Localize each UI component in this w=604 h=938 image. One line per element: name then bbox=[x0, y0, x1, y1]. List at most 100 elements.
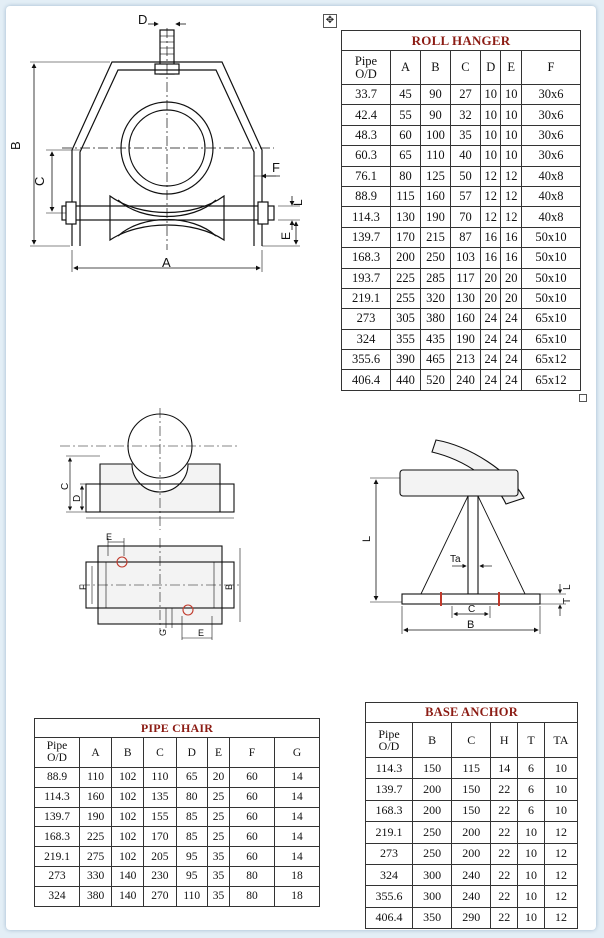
anchor-dim-b-label: B bbox=[467, 619, 474, 631]
base-anchor-drawing bbox=[370, 439, 566, 634]
table-cell: 240 bbox=[451, 863, 492, 887]
pipe-od-cell: 273 bbox=[34, 865, 80, 887]
table-cell: 22 bbox=[490, 842, 519, 865]
table-cell: 50x10 bbox=[521, 226, 581, 249]
pipe-od-cell: 139.7 bbox=[341, 226, 391, 249]
table-cell: 115 bbox=[390, 185, 421, 208]
column-header: A bbox=[390, 50, 421, 85]
table-cell: 190 bbox=[419, 206, 451, 228]
table-cell: 12 bbox=[543, 885, 579, 908]
table-cell: 102 bbox=[111, 826, 145, 848]
table-cell: 380 bbox=[78, 885, 113, 907]
roll-hanger-drawing bbox=[30, 21, 300, 272]
table-cell: 290 bbox=[451, 906, 492, 930]
chair-dim-g-label: G bbox=[158, 629, 168, 636]
pipe-od-cell: 88.9 bbox=[341, 185, 391, 208]
table-cell: 57 bbox=[449, 185, 481, 208]
table-cell: 10 bbox=[517, 885, 545, 908]
table-cell: 10 bbox=[479, 145, 502, 167]
table-cell: 117 bbox=[449, 267, 481, 289]
table-cell: 240 bbox=[449, 369, 481, 391]
table-cell: 170 bbox=[143, 826, 177, 848]
anchor-dim-ta-label: Ta bbox=[450, 554, 461, 565]
column-header: T bbox=[517, 722, 545, 758]
move-icon[interactable]: ✥ bbox=[323, 14, 337, 28]
dim-c-label: C bbox=[32, 177, 47, 186]
table-cell: 240 bbox=[451, 885, 492, 908]
table-cell: 355 bbox=[390, 328, 421, 351]
table-cell: 150 bbox=[451, 799, 492, 823]
pipe-od-cell: 48.3 bbox=[341, 124, 391, 147]
table-cell: 300 bbox=[411, 863, 453, 887]
table-cell: 330 bbox=[78, 865, 113, 887]
anchor-dim-l-label: L bbox=[361, 536, 373, 542]
dim-a-label: A bbox=[162, 255, 171, 270]
anchor-dim-c-label: C bbox=[468, 604, 475, 615]
pipe-od-cell: 60.3 bbox=[341, 145, 391, 167]
table-cell: 95 bbox=[175, 865, 208, 887]
pipe-chair-plan-drawing bbox=[80, 538, 241, 640]
table-cell: 22 bbox=[490, 906, 519, 930]
table-cell: 22 bbox=[490, 821, 519, 844]
table-cell: 520 bbox=[419, 369, 451, 391]
table-cell: 90 bbox=[419, 83, 451, 106]
chair-dim-d-label: D bbox=[72, 495, 83, 502]
dim-f-label: F bbox=[272, 160, 280, 175]
table-cell: 110 bbox=[175, 885, 208, 907]
pipe-od-cell: 406.4 bbox=[341, 369, 391, 391]
table-cell: 10 bbox=[517, 821, 545, 844]
pipe-od-cell: 114.3 bbox=[341, 206, 391, 228]
pipe-od-cell: 406.4 bbox=[365, 906, 413, 930]
table-cell: 12 bbox=[543, 906, 579, 930]
table-cell: 135 bbox=[143, 786, 177, 808]
table-cell: 12 bbox=[479, 206, 502, 228]
table-cell: 110 bbox=[143, 767, 177, 788]
dim-b-label: B bbox=[8, 141, 23, 150]
table-cell: 65x12 bbox=[521, 369, 581, 391]
dim-l-label: L bbox=[291, 199, 305, 206]
column-header: D bbox=[175, 737, 208, 768]
table-cell: 24 bbox=[479, 369, 502, 391]
table-cell: 12 bbox=[543, 842, 579, 865]
chair-dim-f-label: F bbox=[78, 584, 88, 590]
table-cell: 103 bbox=[449, 247, 481, 269]
resize-handle-icon[interactable] bbox=[579, 394, 587, 402]
table-cell: 35 bbox=[449, 124, 481, 147]
table-cell: 12 bbox=[500, 165, 522, 187]
table-cell: 14 bbox=[274, 806, 320, 828]
table-cell: 30x6 bbox=[521, 104, 581, 126]
table-cell: 200 bbox=[411, 799, 453, 823]
table-cell: 10 bbox=[543, 756, 579, 780]
chair-dim-e-bottom-label: E bbox=[198, 628, 204, 638]
table-cell: 10 bbox=[479, 124, 502, 147]
table-cell: 22 bbox=[490, 863, 519, 887]
pipe-od-cell: 273 bbox=[365, 842, 413, 865]
dim-e-label: E bbox=[279, 232, 293, 240]
column-header: C bbox=[451, 722, 492, 758]
table-cell: 100 bbox=[419, 124, 451, 147]
table-cell: 320 bbox=[419, 287, 451, 310]
table-cell: 35 bbox=[206, 865, 231, 887]
dim-d-label: D bbox=[138, 12, 147, 27]
